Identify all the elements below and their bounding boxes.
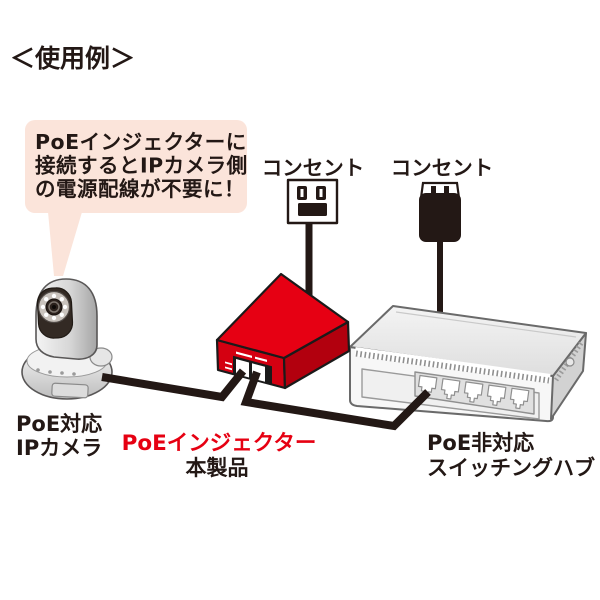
- injector-port-label-marks: [225, 351, 267, 371]
- lan-cable-injector-to-hub: [240, 370, 431, 431]
- injector-top-face: [215, 272, 350, 360]
- power-plug: [298, 203, 327, 216]
- switching-hub: [349, 305, 587, 423]
- callout-line2: 接続するとIPカメラ側: [35, 154, 248, 178]
- injector-label-name: PoEインジェクター: [122, 431, 317, 456]
- rj45-port-3: [463, 381, 484, 403]
- rj45-port-4: [486, 384, 507, 406]
- callout-tail: [48, 212, 82, 276]
- hub-lid-seam: [395, 311, 577, 338]
- hub-label-line2: スイッチングハブ: [427, 456, 595, 480]
- hub-top-face: [349, 305, 587, 377]
- camera-lens-ring: [48, 301, 60, 313]
- page-title: ＜使用例＞: [10, 44, 135, 73]
- lan-cable-camera-to-injector: [101, 368, 247, 402]
- camera-status-leds: [36, 368, 76, 376]
- camera-ir-leds: [40, 293, 68, 321]
- ac-adapter-body: [419, 193, 461, 242]
- adapter-prong-right: [444, 186, 449, 195]
- outlet-slot-right-inner: [319, 189, 323, 197]
- adapter-prong-left: [431, 186, 436, 195]
- callout-bubble: PoEインジェクターに 接続するとIPカメラ側 の電源配線が不要に！: [25, 120, 248, 276]
- hub-side-screw: [565, 357, 575, 367]
- rj45-port-2: [440, 378, 461, 400]
- wall-outlet-right: コンセント: [391, 156, 494, 242]
- wall-outlet-left: コンセント: [262, 156, 365, 225]
- camera-label-line1: PoE対応: [16, 412, 102, 436]
- hub-label-line1: PoE非対応: [427, 431, 534, 455]
- rj45-port-5: [509, 387, 530, 410]
- device-labels: PoE対応 IPカメラ 本製品 PoE非対応 スイッチングハブ: [16, 412, 595, 480]
- outlet-left-label: コンセント: [262, 156, 365, 180]
- camera-base-tab: [51, 382, 89, 399]
- callout-bubble-bg: [25, 120, 247, 213]
- outlet-right-label: コンセント: [391, 156, 494, 180]
- hub-rj45-ports: [417, 374, 530, 410]
- injector-label-sub: 本製品: [186, 456, 249, 480]
- camera-label-line2: IPカメラ: [16, 436, 102, 460]
- callout-line1: PoEインジェクターに: [35, 130, 247, 154]
- ip-camera: [21, 278, 113, 400]
- callout-line3: の電源配線が不要に！: [35, 177, 245, 201]
- camera-lens-center: [52, 305, 56, 309]
- outlet-plate: [286, 178, 339, 225]
- outlet-slot-left-inner: [300, 189, 304, 197]
